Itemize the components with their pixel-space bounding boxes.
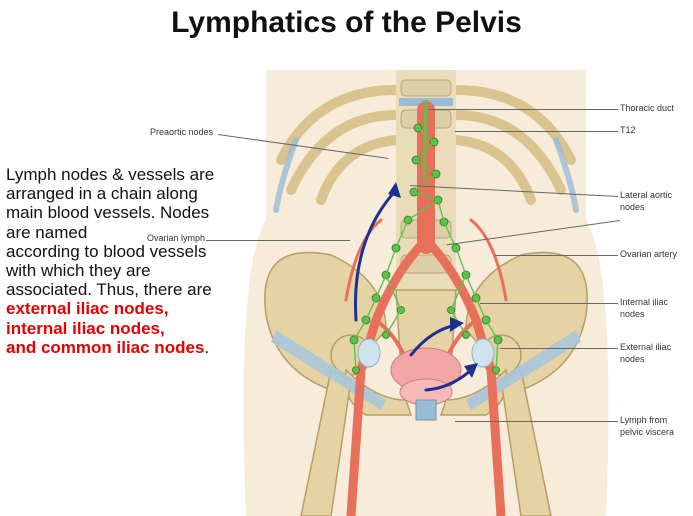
label-ovarian-lymph: Ovarian lymph (147, 233, 206, 243)
label-internal-iliac-nodes-line2: nodes (620, 309, 645, 319)
external-iliac-highlight: external iliac nodes, (6, 299, 169, 319)
common-iliac-highlight: and common iliac nodes (6, 337, 205, 357)
spine (396, 70, 456, 290)
label-preaortic-nodes: Preaortic nodes (150, 127, 214, 137)
body-line: arranged in a chain along (6, 184, 198, 204)
trailing-period: . (204, 337, 210, 357)
slide-title: Lymphatics of the Pelvis (171, 6, 522, 39)
leader-external-iliac (500, 348, 618, 349)
label-external-iliac-nodes-line1: External iliac (620, 342, 672, 352)
leader-lymph-from-pelvic-viscera (455, 421, 618, 422)
body-line: associated. Thus, there are (6, 280, 212, 300)
label-lateral-aortic-nodes-line1: Lateral aortic (620, 190, 673, 200)
leader-ovarian-artery (495, 255, 618, 256)
label-ovarian-artery: Ovarian artery (620, 249, 678, 259)
body-line: according to blood vessels (6, 241, 207, 261)
leader-ovarian-lymph (206, 240, 350, 241)
ribcage (276, 85, 576, 205)
label-lymph-from-pelvic-viscera-line1: Lymph from (620, 415, 668, 425)
leader-thoracic-duct (428, 109, 618, 110)
label-internal-iliac-nodes-line1: Internal iliac (620, 297, 669, 307)
leader-internal-iliac (480, 303, 618, 304)
body-line: main blood vessels. Nodes (6, 203, 210, 223)
body-line: are named (6, 222, 88, 242)
label-t12: T12 (620, 125, 636, 135)
thoracic-duct (422, 99, 428, 181)
label-lateral-aortic-nodes-line2: nodes (620, 202, 645, 212)
body-paragraph: Lymph nodes & vessels are arranged in a … (6, 165, 268, 357)
internal-iliac-highlight: internal iliac nodes, (6, 318, 165, 338)
label-lymph-from-pelvic-viscera-line2: pelvic viscera (620, 427, 675, 437)
body-line: Lymph nodes & vessels are (6, 165, 215, 184)
label-thoracic-duct: Thoracic duct (620, 103, 675, 113)
leader-t12 (455, 131, 618, 132)
label-external-iliac-nodes-line2: nodes (620, 354, 645, 364)
body-line: with which they are (6, 261, 151, 281)
pelvis-illustration (243, 70, 609, 516)
